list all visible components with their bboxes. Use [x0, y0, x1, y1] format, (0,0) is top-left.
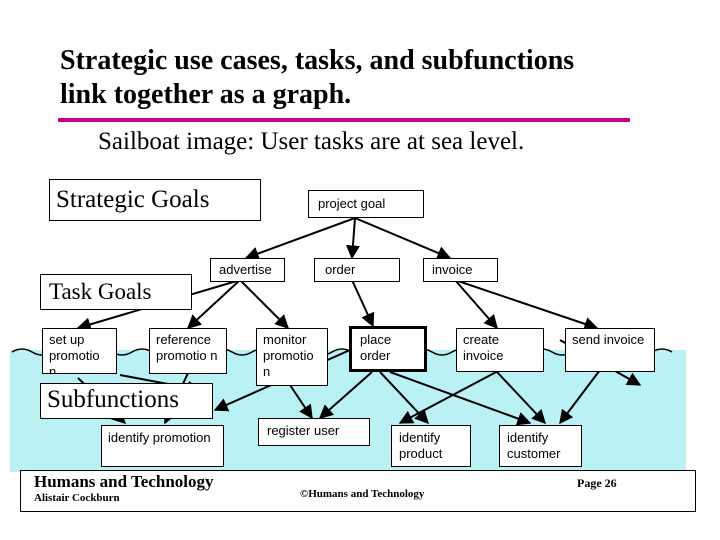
node-invoice: invoice — [423, 258, 498, 282]
node-advertise-text: advertise — [219, 262, 272, 277]
node-setup-promotion-text: set up promotio n — [49, 332, 100, 374]
footer-org: Humans and Technology — [34, 472, 214, 491]
node-identify-customer: identify customer — [499, 425, 582, 467]
edge-project-invoice — [354, 217, 452, 260]
node-monitor-promotion: monitor promotio n — [256, 328, 328, 386]
node-project-goal-text: project goal — [318, 196, 386, 211]
node-register-user-text: register user — [267, 423, 340, 438]
node-project-goal: project goal — [308, 190, 424, 218]
edge-order-place — [351, 279, 375, 328]
node-reference-promotion-text: reference promotio n — [156, 332, 218, 363]
task-goals-label: Task Goals — [40, 274, 192, 310]
node-monitor-promotion-text: monitor promotio n — [263, 332, 314, 379]
edge-project-order — [345, 217, 360, 260]
task-goals-text: Task Goals — [49, 279, 152, 304]
node-setup-promotion: set up promotio n — [42, 328, 117, 374]
edge-invoice-send — [454, 279, 599, 331]
node-send-invoice-text: send invoice — [572, 332, 645, 347]
edge-send-identify-customer — [559, 369, 601, 425]
node-place-order: place order — [349, 326, 427, 372]
edge-place-register — [318, 371, 373, 419]
node-identify-product: identify product — [391, 425, 471, 467]
node-create-invoice: create invoice — [456, 328, 544, 372]
node-identify-promotion: identify promotion — [101, 425, 224, 467]
edge-monitor-register — [289, 384, 313, 420]
edge-place-identify-product — [379, 371, 429, 425]
footer-copyright: ©Humans and Technology — [300, 488, 425, 500]
node-place-order-text: place order — [360, 332, 392, 363]
node-order: order — [314, 258, 400, 282]
node-invoice-text: invoice — [432, 262, 473, 277]
footer-author: Alistair Cockburn — [34, 492, 120, 504]
subfunctions-text: Subfunctions — [47, 386, 179, 413]
title-line-1: Strategic use cases, tasks, and subfunct… — [60, 45, 575, 76]
edge-project-advertise — [244, 217, 356, 261]
strategic-goals-label: Strategic Goals — [49, 179, 261, 221]
edge-invoice-create — [454, 279, 498, 330]
sea-wave — [11, 348, 673, 356]
slide-title: Strategic use cases, tasks, and subfunct… — [60, 44, 574, 112]
node-register-user: register user — [258, 418, 370, 446]
edge-create-identify-customer — [496, 371, 546, 425]
node-create-invoice-text: create invoice — [463, 332, 504, 363]
edge-create-identify-product — [398, 369, 501, 424]
subfunctions-label: Subfunctions — [40, 383, 213, 419]
node-order-text: order — [325, 262, 356, 277]
node-send-invoice: send invoice — [565, 328, 655, 372]
strategic-goals-text: Strategic Goals — [56, 186, 210, 213]
node-identify-promotion-text: identify promotion — [108, 430, 211, 445]
edge-place-identify-customer — [389, 371, 532, 426]
edge-advertise-monitor — [239, 279, 289, 329]
subtitle: Sailboat image: User tasks are at sea le… — [98, 128, 525, 155]
node-identify-product-text: identify product — [399, 430, 443, 461]
title-line-2: link together as a graph. — [60, 79, 352, 110]
title-rule — [58, 118, 630, 122]
edge-advertise-reference — [186, 279, 241, 329]
footer-bar — [20, 470, 696, 512]
footer-page-number: Page 26 — [577, 476, 617, 490]
node-advertise: advertise — [210, 258, 285, 282]
node-reference-promotion: reference promotio n — [149, 328, 227, 374]
node-identify-customer-text: identify customer — [507, 430, 561, 461]
